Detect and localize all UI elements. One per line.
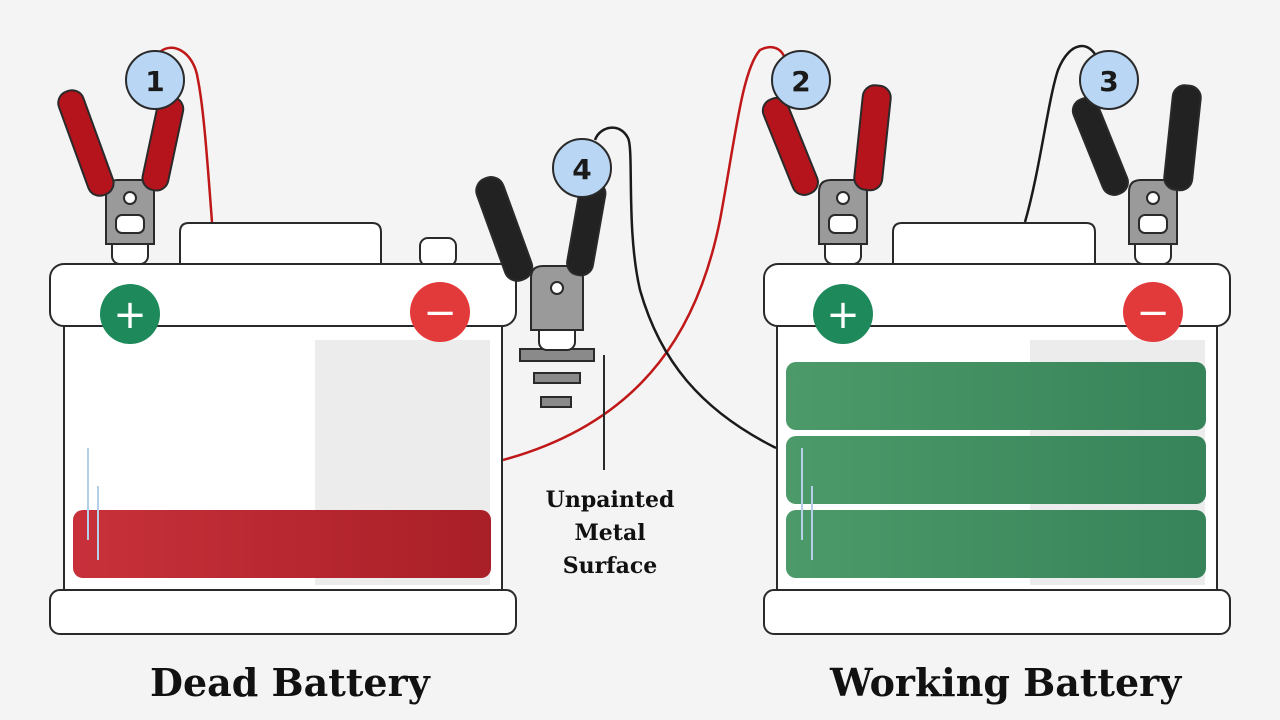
step-number: 3 xyxy=(1099,65,1118,98)
negative-terminal-symbol: − xyxy=(423,290,457,336)
ground-surface-label: Unpainted Metal Surface xyxy=(530,484,690,583)
clamp-tip xyxy=(1138,214,1168,234)
clamp-handle-right xyxy=(141,95,185,192)
dead-battery-post-right xyxy=(419,237,457,267)
positive-terminal-symbol: + xyxy=(826,292,860,338)
clamp-pivot xyxy=(550,281,564,295)
working-battery-title: Working Battery xyxy=(830,660,1182,705)
step-number: 1 xyxy=(145,65,164,98)
working-battery-cell xyxy=(786,510,1206,578)
clamp-1-red xyxy=(57,89,185,265)
clamp-handle-right xyxy=(1163,84,1202,192)
ground-label-line: Metal xyxy=(574,520,646,546)
step-badge-1: 1 xyxy=(125,50,185,110)
negative-terminal-symbol: − xyxy=(1136,290,1170,336)
clamp-handle-left xyxy=(57,89,115,197)
working-battery xyxy=(763,222,1231,635)
step-badge-2: 2 xyxy=(771,50,831,110)
working-battery-base xyxy=(763,589,1231,635)
step-number: 2 xyxy=(791,65,810,98)
dead-battery-positive-terminal: + xyxy=(100,284,160,344)
clamp-2-red xyxy=(761,84,892,265)
step-badge-4: 4 xyxy=(552,138,612,198)
ground-symbol xyxy=(519,348,605,470)
positive-terminal-circle xyxy=(100,284,160,344)
clamp-jaw xyxy=(818,179,868,245)
dead-battery-base xyxy=(49,589,517,635)
step-badge-3: 3 xyxy=(1079,50,1139,110)
step-badge-circle xyxy=(771,50,831,110)
working-battery-positive-terminal: + xyxy=(813,284,873,344)
ground-label-line: Surface xyxy=(562,553,658,579)
step-badge-circle xyxy=(552,138,612,198)
clamp-tip xyxy=(115,214,145,234)
dead-battery-title: Dead Battery xyxy=(150,660,430,705)
cables xyxy=(157,44,1100,462)
dead-battery-top-bump xyxy=(179,222,382,265)
clamp-3-black xyxy=(1071,84,1202,265)
clamp-pivot xyxy=(1146,191,1160,205)
clamp-handle-right xyxy=(853,84,892,192)
positive-terminal-symbol: + xyxy=(113,292,147,338)
ground-bar xyxy=(540,396,572,408)
step-number: 4 xyxy=(572,153,591,186)
negative-terminal-circle xyxy=(1123,282,1183,342)
cable-2-red xyxy=(502,46,789,462)
clamp-tip xyxy=(828,214,858,234)
positive-terminal-circle xyxy=(813,284,873,344)
ground-bar xyxy=(533,372,581,384)
clamp-jaw xyxy=(1128,179,1178,245)
dead-battery-charge-fill xyxy=(73,510,491,578)
clamp-jaw xyxy=(530,265,584,331)
cable-4-black xyxy=(593,126,777,450)
clamp-handle-left xyxy=(1071,96,1129,196)
dead-battery xyxy=(49,222,517,635)
negative-terminal-circle xyxy=(410,282,470,342)
working-battery-top-bump xyxy=(892,222,1096,265)
working-battery-cell xyxy=(786,436,1206,504)
clamp-pivot xyxy=(836,191,850,205)
working-battery-negative-terminal: − xyxy=(1123,282,1183,342)
clamp-4-black xyxy=(475,176,607,351)
step-badge-circle xyxy=(125,50,185,110)
step-badge-circle xyxy=(1079,50,1139,110)
clamp-jaw xyxy=(105,179,155,245)
clamp-handle-left xyxy=(475,176,534,282)
cable-1-red xyxy=(157,46,214,223)
clamp-handle-left xyxy=(761,96,819,196)
dead-battery-negative-terminal: − xyxy=(410,282,470,342)
ground-label-line: Unpainted xyxy=(545,487,675,513)
cable-3-black xyxy=(1023,44,1100,223)
clamp-pivot xyxy=(123,191,137,205)
working-battery-cell xyxy=(786,362,1206,430)
